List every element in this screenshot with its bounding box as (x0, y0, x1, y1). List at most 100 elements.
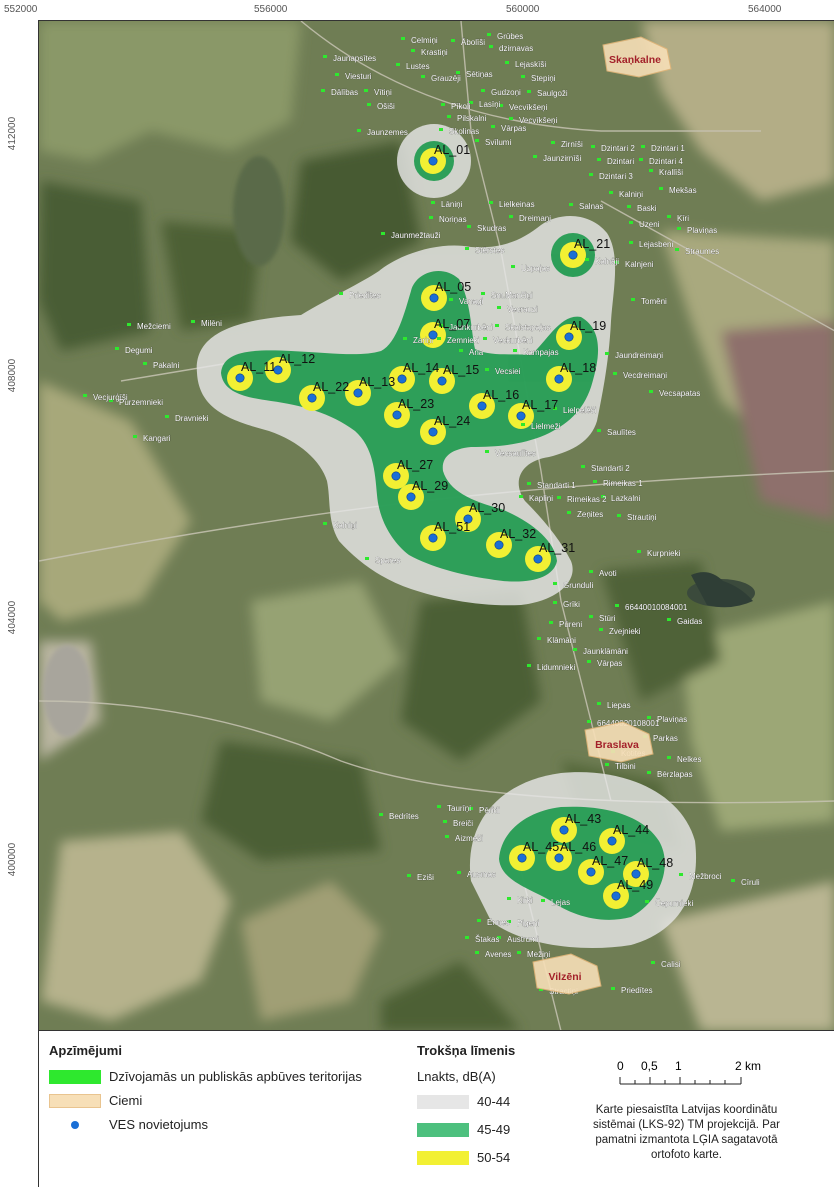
place-label: Mežciemi (137, 322, 171, 331)
place-label: Mežiņi (527, 950, 550, 959)
turbine-marker[interactable] (517, 853, 527, 863)
residential-area (483, 337, 487, 340)
turbine-marker[interactable] (391, 471, 401, 481)
turbine[interactable]: AL_05 (429, 280, 471, 303)
residential-area (323, 522, 327, 525)
place-label: Kampajas (523, 348, 559, 357)
turbine[interactable]: AL_44 (607, 823, 649, 846)
residential-area (449, 298, 453, 301)
turbine[interactable]: AL_43 (559, 812, 601, 835)
turbine[interactable]: AL_22 (307, 380, 349, 403)
village-area (602, 36, 672, 78)
turbine-marker[interactable] (554, 374, 564, 384)
turbine[interactable]: AL_18 (554, 361, 596, 384)
turbine-marker[interactable] (428, 156, 438, 166)
y-tick-label: 400000 (7, 842, 19, 877)
turbine-marker[interactable] (392, 410, 402, 420)
turbine-marker[interactable] (307, 393, 317, 403)
residential-area (421, 75, 425, 78)
turbine-marker[interactable] (554, 853, 564, 863)
turbine[interactable]: AL_21 (568, 237, 610, 260)
turbine[interactable]: AL_48 (631, 856, 673, 879)
turbine-marker[interactable] (607, 836, 617, 846)
turbine-marker[interactable] (429, 293, 439, 303)
place-label: Standarti 2 (591, 464, 630, 473)
turbine-label: AL_14 (403, 361, 439, 375)
turbine[interactable]: AL_51 (428, 520, 470, 543)
turbine-marker[interactable] (428, 427, 438, 437)
turbine-marker[interactable] (631, 869, 641, 879)
place-label: Veckurbēni (493, 336, 533, 345)
residential-area (587, 660, 591, 663)
turbine[interactable]: AL_24 (428, 414, 470, 437)
place-label: Kurpnieki (647, 549, 681, 558)
turbine-marker[interactable] (273, 365, 283, 375)
turbine-marker[interactable] (564, 332, 574, 342)
turbine-marker[interactable] (533, 554, 543, 564)
turbine[interactable]: AL_23 (392, 397, 434, 420)
turbine[interactable]: AL_13 (353, 375, 395, 398)
residential-area (451, 39, 455, 42)
place-label: Strautiņi (627, 513, 657, 522)
turbine[interactable]: AL_45 (517, 840, 559, 863)
turbine-marker[interactable] (586, 867, 596, 877)
turbine-marker[interactable] (428, 533, 438, 543)
residential-area (489, 45, 493, 48)
place-label: Spares (375, 556, 400, 565)
turbine[interactable]: AL_07 (428, 317, 470, 340)
residential-area (475, 139, 479, 142)
y-tick-label: 404000 (7, 600, 19, 635)
turbine-marker[interactable] (559, 825, 569, 835)
residential-area (459, 349, 463, 352)
turbine-marker[interactable] (516, 411, 526, 421)
turbine-label: AL_48 (637, 856, 673, 870)
turbine-marker[interactable] (437, 376, 447, 386)
turbine[interactable]: AL_46 (554, 840, 596, 863)
place-label: Avenes (485, 950, 512, 959)
place-label: Rimeikas 2 (567, 495, 607, 504)
place-label: Skaistapajas (505, 323, 550, 332)
turbine[interactable]: AL_32 (494, 527, 536, 550)
turbine-marker[interactable] (397, 374, 407, 384)
turbine[interactable]: AL_27 (391, 458, 433, 481)
residential-area (115, 347, 119, 350)
turbine[interactable]: AL_01 (428, 143, 470, 166)
place-label: Stūri (599, 614, 616, 623)
turbine-marker[interactable] (477, 401, 487, 411)
place-label: Calisi (661, 960, 681, 969)
turbine[interactable]: AL_16 (477, 388, 519, 411)
place-label: Salnas (579, 202, 603, 211)
place-label: Jaunklāmāni (583, 647, 628, 656)
residential-area (601, 495, 605, 498)
turbine[interactable]: AL_17 (516, 398, 558, 421)
turbine[interactable]: AL_29 (406, 479, 448, 502)
bog-area (233, 156, 285, 266)
turbine-marker[interactable] (406, 492, 416, 502)
turbine[interactable]: AL_15 (437, 363, 479, 386)
turbine-marker[interactable] (494, 540, 504, 550)
turbine-marker[interactable] (235, 373, 245, 383)
turbine-marker[interactable] (353, 388, 363, 398)
turbine[interactable]: AL_49 (611, 878, 653, 901)
turbine-label: AL_16 (483, 388, 519, 402)
village-name: Vilzēni (548, 971, 581, 983)
residential-area (431, 201, 435, 204)
turbine-marker[interactable] (463, 514, 473, 524)
turbine[interactable]: AL_11 (235, 360, 276, 383)
turbine[interactable]: AL_12 (273, 352, 315, 375)
turbine[interactable]: AL_14 (397, 361, 439, 384)
turbine[interactable]: AL_47 (586, 854, 628, 877)
turbine-marker[interactable] (428, 330, 438, 340)
turbine-marker[interactable] (568, 250, 578, 260)
turbine[interactable]: AL_31 (533, 541, 575, 564)
residential-area (631, 298, 635, 301)
turbine[interactable]: AL_30 (463, 501, 505, 524)
place-label: Zemnieki (447, 336, 480, 345)
place-label: Mežbroci (689, 872, 722, 881)
residential-area (667, 618, 671, 621)
turbine-marker[interactable] (611, 891, 621, 901)
turbine[interactable]: AL_19 (564, 319, 606, 342)
